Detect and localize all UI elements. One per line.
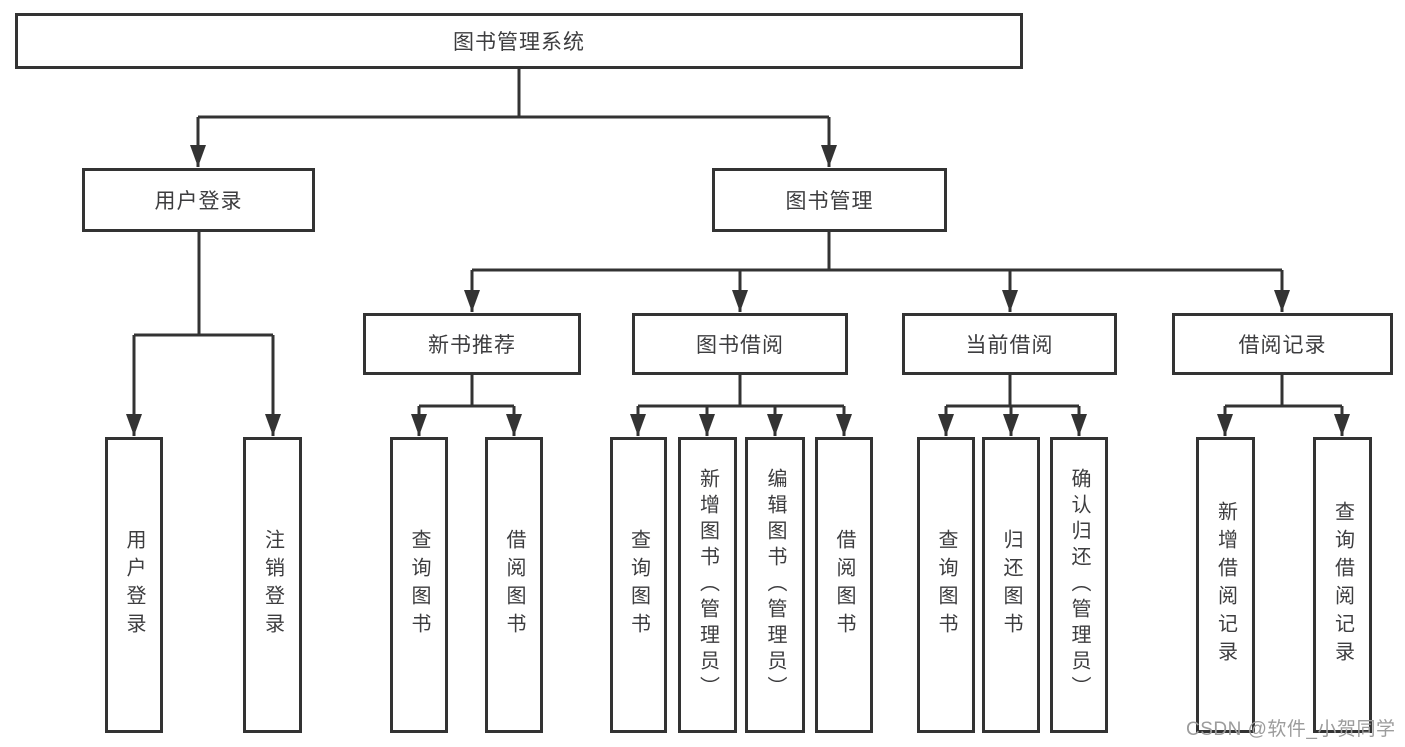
node-root-system: 图书管理系统	[15, 13, 1023, 69]
node-borrow-records: 借阅记录	[1172, 313, 1393, 375]
node-user-login: 用户登录	[82, 168, 315, 232]
leaf-logout: 注销登录	[243, 437, 302, 733]
leaf-br-add-record: 新增借阅记录	[1196, 437, 1255, 733]
leaf-cb-return-books: 归还图书	[982, 437, 1040, 733]
leaf-cb-confirm-return-admin: 确认归还（管理员）	[1050, 437, 1108, 733]
leaf-bb-add-books-admin: 新增图书（管理员）	[678, 437, 737, 733]
leaf-nb-borrow-books: 借阅图书	[485, 437, 543, 733]
leaf-cb-query-books: 查询图书	[917, 437, 975, 733]
leaf-bb-edit-books-admin: 编辑图书（管理员）	[745, 437, 805, 733]
leaf-user-login: 用户登录	[105, 437, 163, 733]
node-book-management: 图书管理	[712, 168, 947, 232]
leaf-bb-query-books: 查询图书	[610, 437, 667, 733]
leaf-br-query-record: 查询借阅记录	[1313, 437, 1372, 733]
watermark: CSDN @软件_小贺同学	[1186, 719, 1396, 740]
node-book-borrow: 图书借阅	[632, 313, 848, 375]
leaf-nb-query-books: 查询图书	[390, 437, 448, 733]
node-current-borrow: 当前借阅	[902, 313, 1117, 375]
leaf-bb-borrow-books: 借阅图书	[815, 437, 873, 733]
node-new-book-recommend: 新书推荐	[363, 313, 581, 375]
